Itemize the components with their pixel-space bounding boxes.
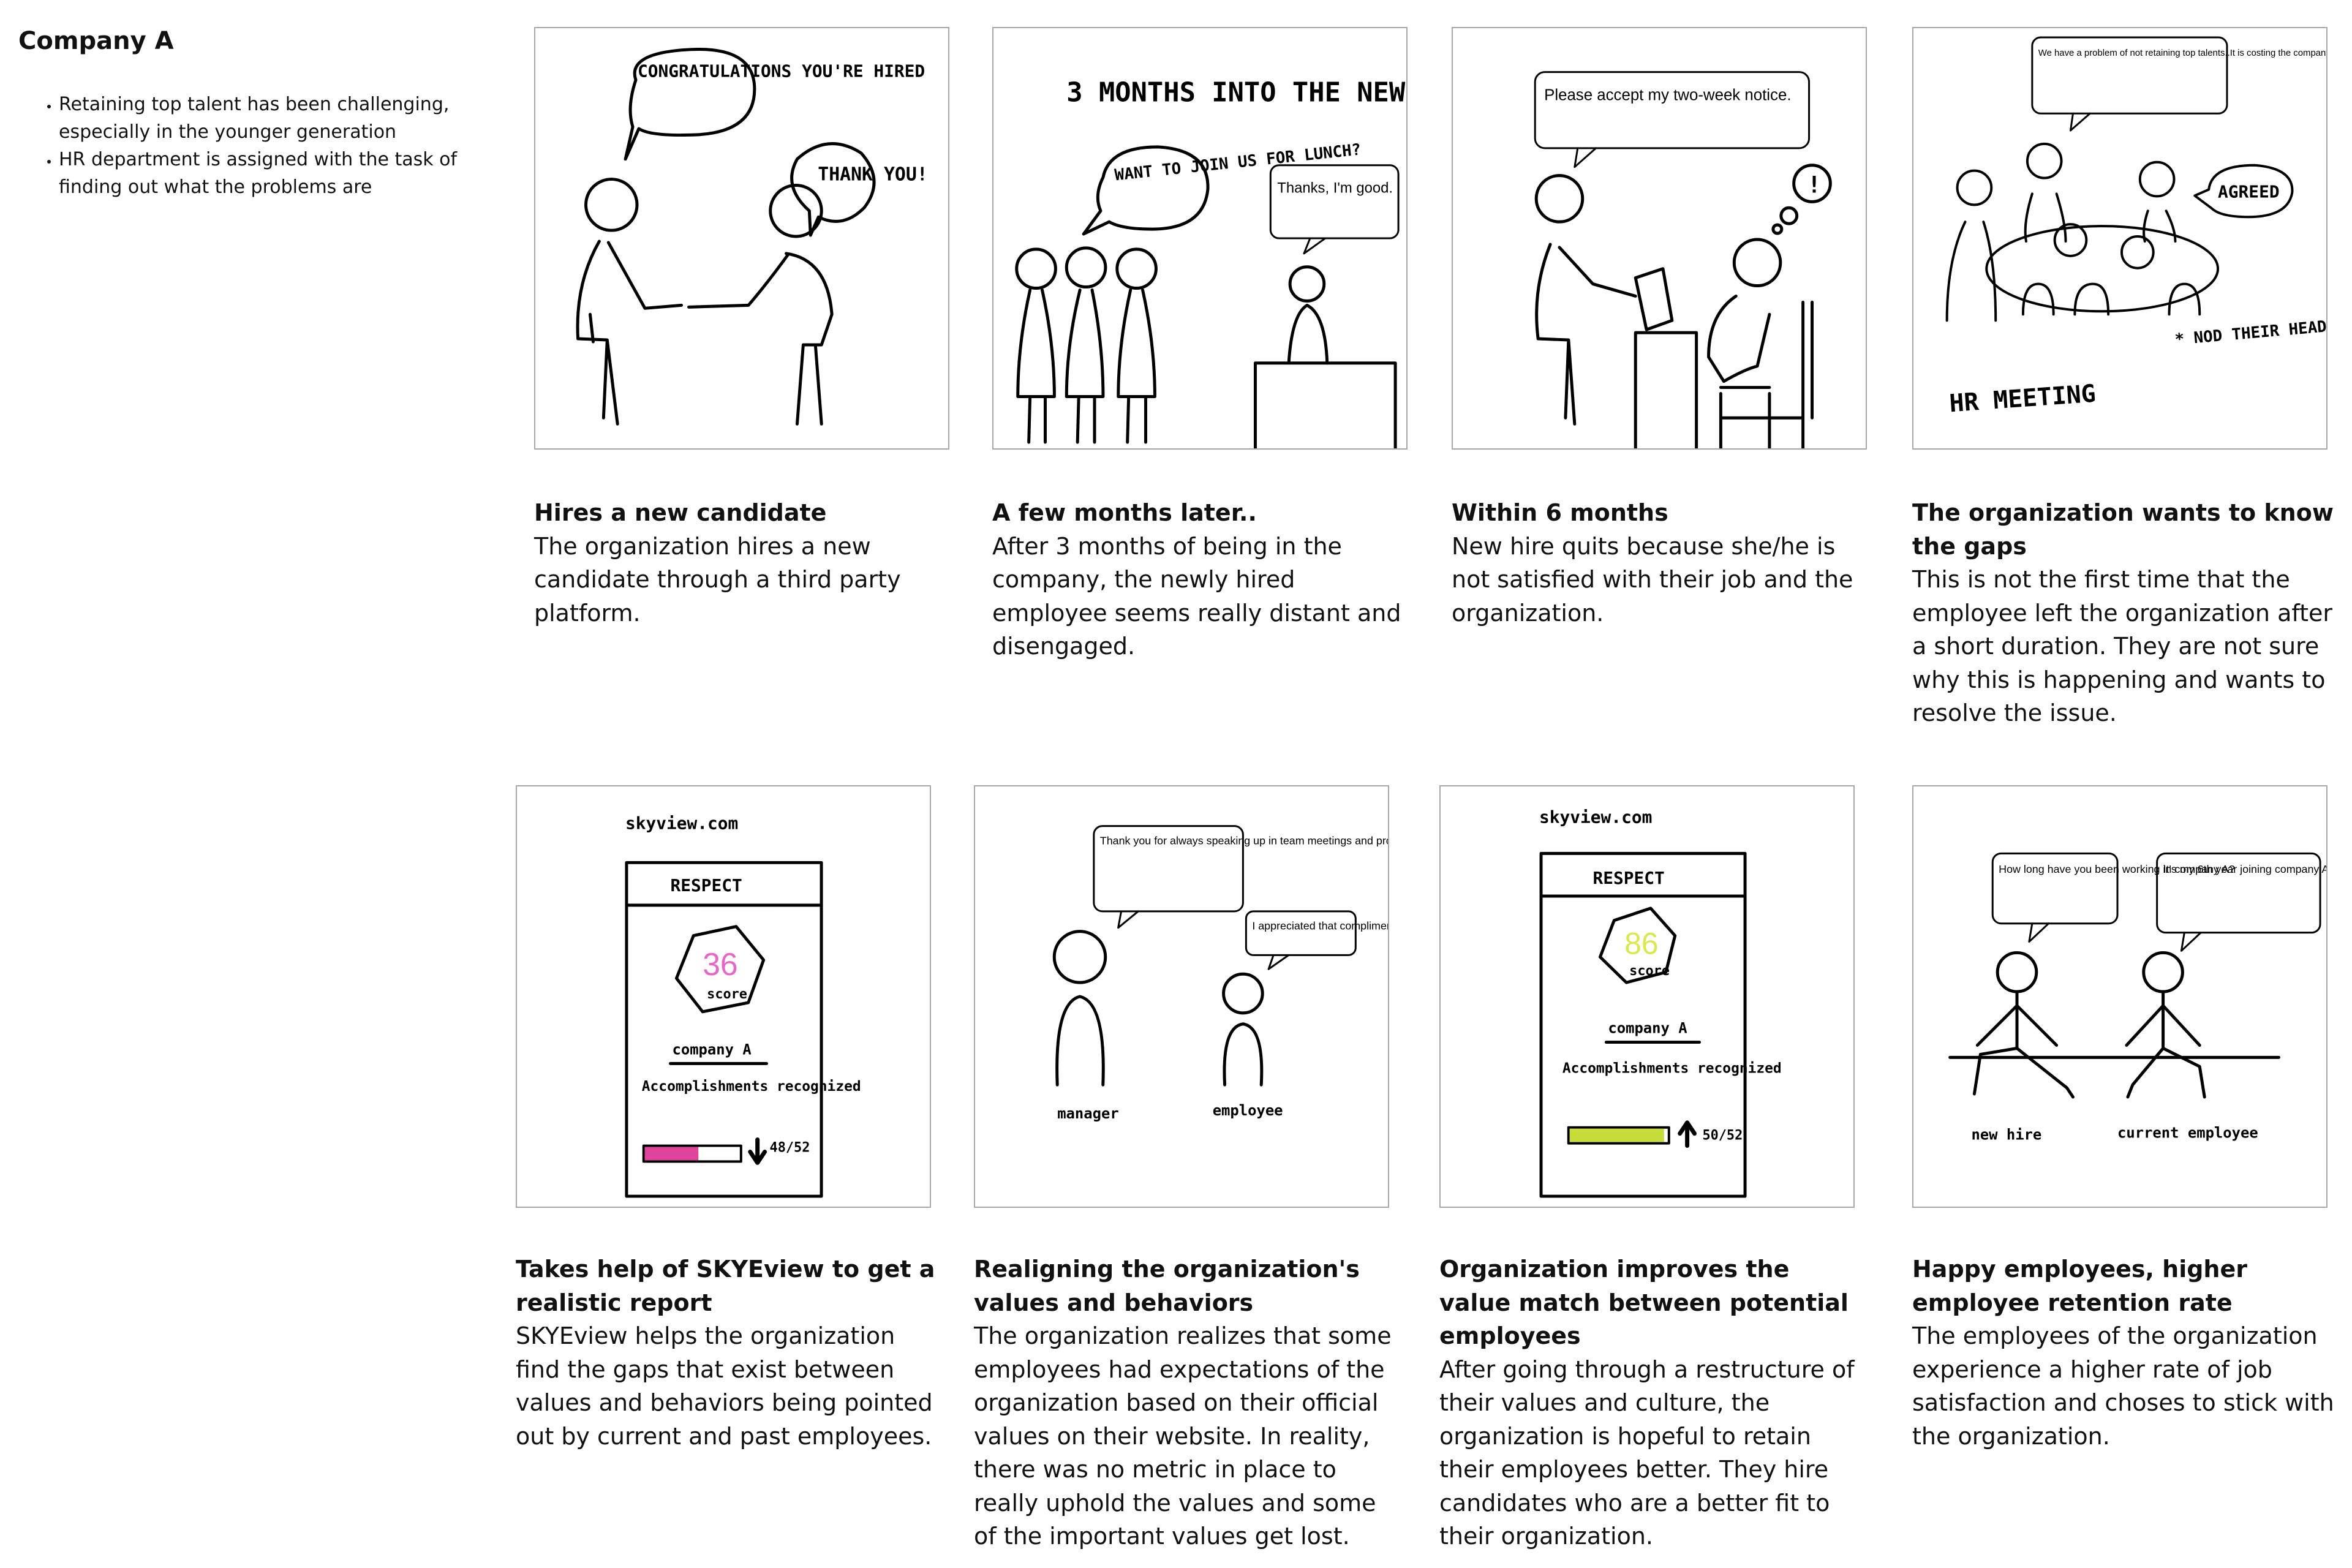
speech-bubble: [1245, 910, 1357, 956]
speech-bubble: [2031, 36, 2228, 115]
panel-caption: Happy employees, higher employee retenti…: [1912, 1253, 2341, 1453]
person-label: current employee: [2117, 1125, 2258, 1142]
phone-card: [625, 861, 823, 1198]
intro-bullet: HR department is assigned with the task …: [59, 146, 463, 201]
thought-bubble: [1792, 164, 1832, 203]
storyboard-panel-realigning: Thank you for always speaking up in team…: [974, 785, 1389, 1208]
caption-heading: A few months later..: [992, 499, 1257, 526]
speech-bubble: [2193, 164, 2294, 219]
storyboard-panel-happy-employees: How long have you been working in compan…: [1912, 785, 2328, 1208]
caption-body: SKYEview helps the organization find the…: [516, 1322, 933, 1450]
panel-caption: Hires a new candidate The organization h…: [534, 496, 957, 630]
panel-caption: Takes help of SKYEview to get a realisti…: [516, 1253, 938, 1453]
caption-heading: Happy employees, higher employee retenti…: [1912, 1256, 2247, 1316]
caption-body: The employees of the organization experi…: [1912, 1322, 2334, 1450]
intro-bullet-list: Retaining top talent has been challengin…: [37, 91, 463, 201]
caption-heading: Hires a new candidate: [534, 499, 827, 526]
caption-body: After going through a restructure of the…: [1439, 1355, 1855, 1550]
metric-label: Accomplishments recognized: [642, 1079, 861, 1095]
score-value: 36: [703, 946, 738, 982]
caption-body: The organization hires a new candidate t…: [534, 532, 901, 627]
speech-bubble: [1534, 71, 1811, 149]
score-label: score: [1629, 963, 1670, 979]
trend-arrow: [1678, 1120, 1697, 1148]
storyboard-panel-months-later: 3 MONTHS INTO THE NEW JOB WANT TO JOIN U…: [992, 27, 1408, 450]
ratio-label: 48/52: [770, 1140, 810, 1155]
person-head: [769, 184, 823, 238]
person-label: manager: [1057, 1105, 1119, 1122]
speech-text: I appreciated that compliment!: [1252, 920, 1388, 932]
trend-arrow: [748, 1137, 767, 1165]
speech-text: THANK YOU!: [818, 164, 928, 186]
sketch-label: HR MEETING: [1948, 380, 2097, 418]
storyboard-panel-value-match: skyview.com RESPECT 86 score company A A…: [1439, 785, 1855, 1208]
company-label: company A: [1608, 1020, 1687, 1037]
storyboard-panel-hire: CONGRATULATIONS YOU'RE HIRED THANK YOU!: [534, 27, 949, 450]
speech-text: We have a problem of not retaining top t…: [2038, 48, 2326, 58]
site-name: skyview.com: [625, 813, 738, 834]
sketch-note: * NOD THEIR HEAD IN AGREEMENT*: [2174, 306, 2326, 349]
panel-caption: Realigning the organization's values and…: [974, 1253, 1403, 1553]
sketch-hire: CONGRATULATIONS YOU'RE HIRED THANK YOU!: [576, 48, 928, 426]
card-title: RESPECT: [1593, 868, 1665, 888]
speech-text: AGREED: [2218, 181, 2280, 202]
score-hexagon: [1598, 907, 1677, 984]
panel-caption: A few months later.. After 3 months of b…: [992, 496, 1415, 663]
company-title: Company A: [18, 27, 174, 55]
score-label: score: [707, 987, 747, 1002]
panel-caption: Organization improves the value match be…: [1439, 1253, 1862, 1553]
caption-body: After 3 months of being in the company, …: [992, 532, 1401, 660]
caption-heading: Realigning the organization's values and…: [974, 1256, 1360, 1316]
speech-bubble: [1269, 164, 1400, 239]
speech-text: Thanks, I'm good.: [1277, 179, 1393, 196]
card-title: RESPECT: [671, 875, 742, 895]
phone-card: [1539, 851, 1747, 1198]
speech-text: Please accept my two-week notice.: [1544, 86, 1791, 104]
progress-fill: [1569, 1128, 1664, 1142]
storyboard-panel-skyeview-report: skyview.com RESPECT 36 score company A A…: [516, 785, 931, 1208]
caption-body: New hire quits because she/he is not sat…: [1452, 532, 1853, 627]
speech-text: It's my 6th year joining company A. I en…: [2163, 863, 2326, 875]
caption-body: This is not the first time that the empl…: [1912, 566, 2332, 726]
speech-text: How long have you been working in compan…: [1999, 863, 2235, 875]
intro-bullet: Retaining top talent has been challengin…: [59, 91, 463, 146]
progress-track: [1567, 1126, 1670, 1145]
storyboard-panel-quits: Please accept my two-week notice. !: [1452, 27, 1867, 450]
metric-label: Accomplishments recognized: [1562, 1060, 1782, 1076]
speech-text: Thank you for always speaking up in team…: [1100, 834, 1388, 846]
score-hexagon: [674, 925, 766, 1014]
speech-bubble: [1093, 825, 1244, 913]
progress-fill: [644, 1147, 699, 1161]
panel-caption: Within 6 months New hire quits because s…: [1452, 496, 1874, 630]
person-head: [584, 178, 639, 232]
speech-bubble: [1082, 145, 1210, 236]
storyboard-panel-hr-meeting: We have a problem of not retaining top t…: [1912, 27, 2328, 450]
site-name: skyview.com: [1539, 807, 1652, 827]
caption-heading: Takes help of SKYEview to get a realisti…: [516, 1256, 935, 1316]
progress-track: [642, 1144, 742, 1163]
speech-bubble: [1991, 852, 2119, 925]
ratio-label: 50/52: [1702, 1128, 1743, 1144]
person-label: new hire: [1971, 1126, 2041, 1144]
caption-heading: The organization wants to know the gaps: [1912, 499, 2334, 560]
speech-text: CONGRATULATIONS YOU'RE HIRED: [638, 61, 925, 81]
company-label: company A: [672, 1041, 751, 1058]
caption-heading: Organization improves the value match be…: [1439, 1256, 1849, 1349]
score-value: 86: [1624, 926, 1658, 960]
speech-bubble: [790, 142, 876, 237]
speech-bubble: [624, 48, 756, 161]
person-label: employee: [1213, 1102, 1283, 1119]
caption-body: The organization realizes that some empl…: [974, 1322, 1392, 1550]
thought-text: !: [1807, 171, 1822, 198]
sketch-title: 3 MONTHS INTO THE NEW JOB: [1066, 77, 1406, 108]
panel-caption: The organization wants to know the gaps …: [1912, 496, 2335, 730]
caption-heading: Within 6 months: [1452, 499, 1668, 526]
speech-bubble: [2156, 852, 2321, 934]
